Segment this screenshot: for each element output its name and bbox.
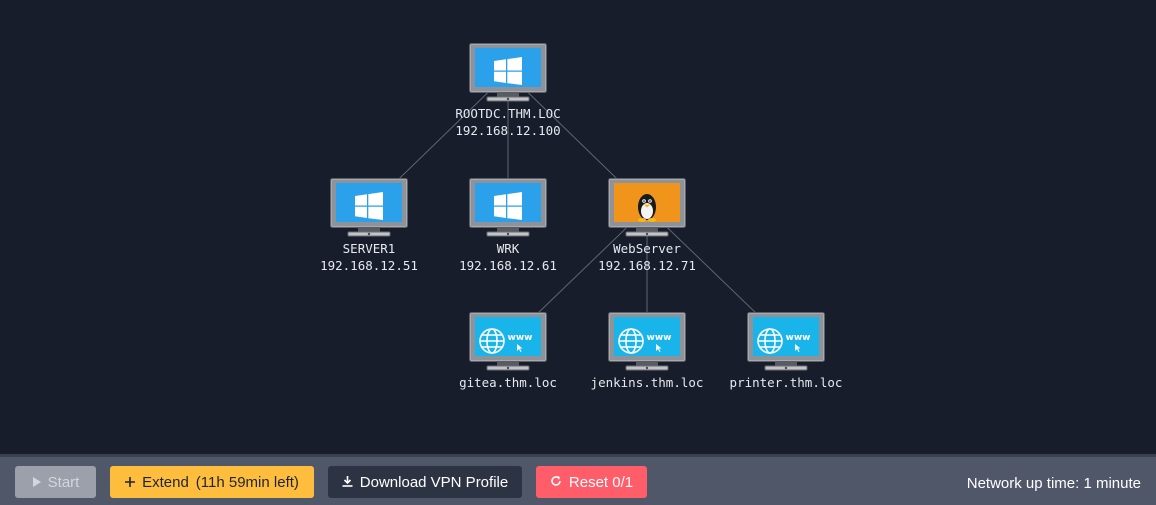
svg-text:www: www [786,333,811,343]
start-button[interactable]: Start [15,466,96,498]
network-uptime: Network up time: 1 minute [966,475,1141,492]
svg-text:www: www [647,333,672,343]
node-jenkins[interactable]: www jenkins.thm.loc [567,312,727,389]
node-hostname: WRK [496,241,520,256]
play-icon [32,475,41,490]
reset-button-label: Reset 0/1 [568,473,634,491]
globe-icon: www [608,312,686,371]
node-server1[interactable]: SERVER1 192.168.12.51 [289,178,449,272]
node-hostname: gitea.thm.loc [459,375,557,390]
svg-text:www: www [508,333,533,343]
extend-time-left: (11h 59min left) [195,473,299,491]
node-hostname: WebServer [613,241,681,256]
node-rootdc[interactable]: ROOTDC.THM.LOC 192.168.12.100 [428,43,588,137]
globe-icon: www [747,312,825,371]
network-map: ROOTDC.THM.LOC 192.168.12.100 SERVER1 19… [289,43,866,389]
plus-icon [125,475,136,490]
node-hostname: jenkins.thm.loc [590,375,704,390]
node-hostname: printer.thm.loc [729,375,843,390]
reset-icon [550,475,562,490]
start-button-label: Start [47,473,80,491]
node-ip: 192.168.12.71 [598,258,696,273]
reset-button[interactable]: Reset 0/1 [536,466,647,498]
node-wrk[interactable]: WRK 192.168.12.61 [428,178,588,272]
lab-toolbar: Start Extend (11h 59min left) Download V… [0,454,1156,505]
node-ip: 192.168.12.61 [459,258,557,273]
extend-button[interactable]: Extend (11h 59min left) [110,466,314,498]
windows-icon [330,178,408,237]
node-hostname: ROOTDC.THM.LOC [455,106,561,121]
windows-icon [469,43,547,102]
node-ip: 192.168.12.51 [320,258,418,273]
node-webserver[interactable]: WebServer 192.168.12.71 [567,178,727,272]
windows-icon [469,178,547,237]
download-icon [342,475,353,490]
node-printer[interactable]: www printer.thm.loc [706,312,866,389]
node-hostname: SERVER1 [342,241,396,256]
download-vpn-button[interactable]: Download VPN Profile [328,466,522,498]
extend-button-label: Extend [142,473,189,491]
download-vpn-label: Download VPN Profile [359,473,509,491]
linux-penguin-icon [608,178,686,237]
node-gitea[interactable]: www gitea.thm.loc [428,312,588,389]
node-ip: 192.168.12.100 [455,123,561,138]
globe-icon: www [469,312,547,371]
